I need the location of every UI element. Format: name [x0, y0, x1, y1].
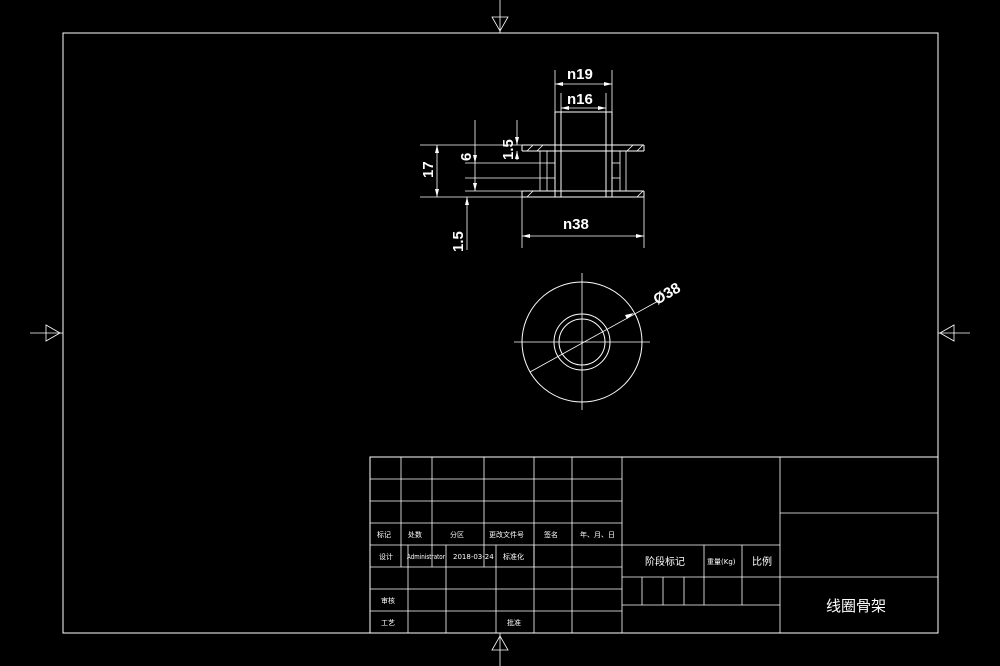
dim-n16: n16	[567, 91, 593, 108]
tb-designer: Administrator	[407, 553, 445, 561]
tb-change-doc: 更改文件号	[489, 530, 524, 539]
dim-top-flange: 1.5	[500, 139, 517, 160]
tb-review-label: 审核	[381, 596, 395, 605]
tb-standardization: 标准化	[503, 552, 524, 561]
tb-signature: 签名	[544, 530, 558, 539]
tb-date-label: 年、月、日	[580, 530, 615, 539]
tb-zone: 分区	[450, 530, 464, 539]
tb-process-label: 工艺	[381, 619, 395, 627]
tb-weight: 重量(Kg)	[707, 558, 736, 566]
drawing-title: 线圈骨架	[826, 597, 886, 615]
tb-mark: 标记	[377, 530, 391, 539]
sheet-border	[62, 32, 939, 634]
dim-6: 6	[458, 153, 475, 161]
dim-n19: n19	[567, 66, 593, 83]
centering-mark-top	[491, 0, 509, 33]
top-view: Ø38	[514, 273, 684, 410]
dim-diameter-38: Ø38	[651, 280, 684, 309]
section-view: n19 n16 n38 17 6 1.5 1.5	[420, 66, 645, 252]
tb-design-label: 设计	[379, 552, 393, 561]
tb-stage-mark: 阶段标记	[645, 555, 685, 568]
dim-17: 17	[420, 161, 437, 178]
centering-mark-right	[938, 324, 970, 342]
centering-mark-bottom	[491, 633, 509, 666]
tb-design-date: 2018-03-24	[453, 553, 494, 561]
title-block: 标记 处数 分区 更改文件号 签名 年、月、日 设计 Administrator…	[369, 456, 939, 634]
tb-approve-label: 批准	[507, 618, 521, 627]
tb-scale: 比例	[752, 555, 772, 568]
tb-count: 处数	[408, 530, 422, 539]
dim-bottom-flange: 1.5	[450, 231, 467, 252]
centering-mark-left	[30, 324, 63, 342]
dim-n38: n38	[563, 216, 589, 233]
